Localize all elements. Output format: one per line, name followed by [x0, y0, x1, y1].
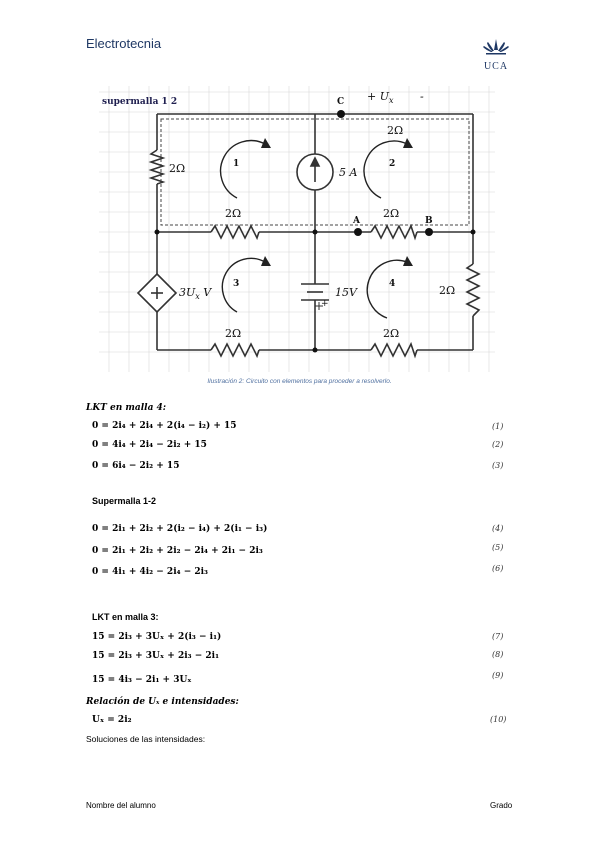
equation-5: 0 = 2i₁ + 2i₂ + 2i₂ − 2i₄ + 2i₁ − 2i₃	[92, 546, 263, 556]
svg-text:+: +	[321, 299, 329, 309]
r-mid-right-label: 2Ω	[383, 207, 399, 220]
node-b	[425, 228, 433, 236]
node-a-label: A	[352, 216, 361, 226]
equation-number-10: (10)	[490, 715, 507, 724]
figure-caption: Ilustración 2: Circuito con elementos pa…	[207, 378, 392, 385]
r-bottom-right-label: 2Ω	[383, 327, 399, 340]
supermesh-label: supermalla 1 2	[102, 97, 177, 107]
r-left-label: 2Ω	[169, 162, 185, 175]
dependent-voltage-source	[136, 272, 178, 314]
mesh3-label: 3	[233, 279, 239, 289]
voltage-source-15v	[301, 283, 329, 310]
equation-number-2: (2)	[492, 440, 504, 449]
equation-3: 0 = 6i₄ − 2i₂ + 15	[92, 461, 180, 471]
document-title: Electrotecnia	[86, 36, 162, 51]
equation-4: 0 = 2i₁ + 2i₂ + 2(i₂ − i₄) + 2(i₁ − i₃)	[92, 524, 268, 534]
ux-label: + Ux	[367, 90, 394, 105]
mesh1-label: 1	[233, 159, 239, 169]
node-a	[354, 228, 362, 236]
logo-emblem-icon	[483, 39, 509, 55]
section-heading-supermesh: Supermalla 1-2	[92, 496, 157, 506]
mesh4-arrow	[366, 259, 408, 319]
resistor-left	[148, 149, 166, 185]
r-bottom-left-label: 2Ω	[225, 327, 241, 340]
section-heading-mesh3: LKT en malla 3:	[92, 612, 159, 622]
circuit-nodes	[154, 110, 476, 353]
mesh4-label: 4	[389, 279, 395, 289]
footer-grade: Grado	[490, 801, 513, 810]
equation-number-8: (8)	[492, 650, 504, 659]
grid-background	[99, 86, 495, 372]
resistor-mid-right	[370, 223, 418, 241]
node-c	[337, 110, 345, 118]
equation-number-3: (3)	[492, 461, 504, 470]
mesh-arrows	[219, 138, 413, 319]
mesh3-arrow	[221, 257, 266, 313]
r-right-label: 2Ω	[439, 284, 455, 297]
equation-2: 0 = 4i₄ + 2i₄ − 2i₂ + 15	[92, 440, 207, 450]
footer-student-name: Nombre del alumno	[86, 801, 156, 810]
solutions-heading: Soluciones de las intensidades:	[86, 734, 206, 744]
dep-source-label: 3Ux V	[179, 286, 212, 301]
mesh2-arrow	[363, 140, 408, 199]
equation-number-9: (9)	[492, 671, 504, 680]
resistors	[148, 149, 481, 359]
supermesh-boundary	[160, 118, 470, 226]
equation-7: 15 = 2i₃ + 3Uₓ + 2(i₃ − i₁)	[92, 632, 222, 642]
current-source-5a	[296, 153, 334, 191]
equation-number-4: (4)	[492, 524, 504, 533]
mesh2-label: 2	[389, 159, 395, 169]
equation-number-6: (6)	[492, 564, 504, 573]
r-mid-left-label: 2Ω	[225, 207, 241, 220]
resistor-bottom-right	[370, 341, 418, 359]
r-top-label: 2Ω	[387, 124, 403, 137]
resistor-right	[465, 263, 481, 317]
equation-number-5: (5)	[492, 543, 504, 552]
equation-number-7: (7)	[492, 632, 504, 641]
equation-number-1: (1)	[492, 422, 504, 431]
section-heading-relation: Relación de Uₓ e intensidades:	[86, 697, 239, 707]
resistor-mid-left	[210, 224, 260, 241]
equation-9: 15 = 4i₃ − 2i₁ + 3Uₓ	[92, 675, 192, 685]
mesh1-arrow	[219, 139, 266, 199]
university-logo: UCA	[476, 36, 516, 72]
equation-10: Uₓ = 2i₂	[92, 715, 132, 725]
ux-minus-label: -	[420, 90, 424, 103]
current-source-label: 5 A	[339, 166, 357, 179]
section-heading-mesh4: LKT en malla 4:	[86, 403, 167, 413]
equation-6: 0 = 4i₁ + 4i₂ − 2i₄ − 2i₃	[92, 567, 208, 577]
logo-text: UCA	[483, 61, 509, 72]
equation-8: 15 = 2i₃ + 3Uₓ + 2i₃ − 2i₁	[92, 651, 220, 661]
resistor-bottom-left	[210, 342, 260, 359]
node-c-label: C	[337, 97, 344, 107]
equation-1: 0 = 2i₄ + 2i₄ + 2(i₄ − i₂) + 15	[92, 421, 237, 431]
circuit-diagram: supermalla 1 2 C A B + Ux - 2Ω 2Ω 2Ω 2Ω …	[99, 86, 495, 372]
voltage-source-label: 15V	[335, 286, 358, 299]
node-b-label: B	[425, 216, 433, 226]
